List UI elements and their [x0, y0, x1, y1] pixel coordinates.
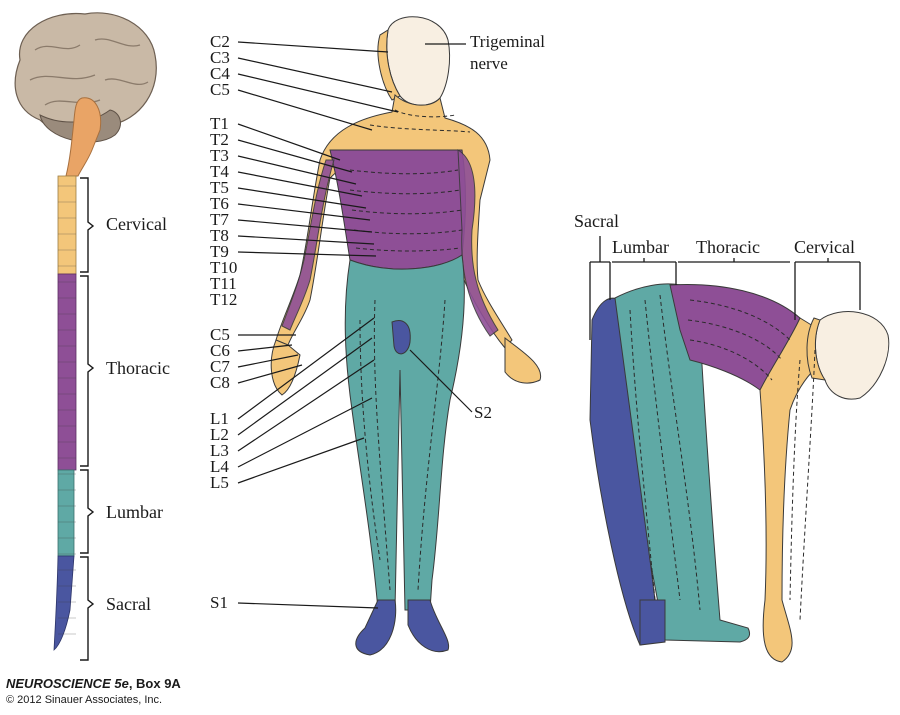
trigeminal-label-1: Trigeminal	[470, 32, 545, 51]
dermatome-leader-line	[237, 187, 367, 209]
front-s2-region	[391, 320, 411, 355]
dermatome-label: C6	[210, 341, 230, 360]
dermatome-label: T10	[210, 258, 237, 277]
dermatome-label: T3	[210, 146, 229, 165]
dermatome-leader-line	[237, 251, 377, 257]
dermatome-label: S1	[210, 593, 228, 612]
dermatome-leader-line	[237, 344, 293, 352]
dermatome-label: T12	[210, 290, 237, 309]
dermatome-leader-line	[237, 437, 365, 484]
credit-book: NEUROSCIENCE 5e, Box 9A	[6, 676, 181, 691]
front-right-foot	[407, 599, 450, 652]
dermatome-leader-line	[237, 317, 375, 420]
dermatome-label: T4	[210, 162, 229, 181]
spine-braces	[80, 177, 95, 661]
dermatome-label: C3	[210, 48, 230, 67]
s2-label: S2	[474, 403, 492, 422]
dermatome-label: L1	[210, 409, 229, 428]
dermatome-leader-line	[237, 397, 373, 468]
side-head	[815, 311, 890, 400]
dermatome-label: C2	[210, 32, 230, 51]
side-label-cervical: Cervical	[794, 237, 855, 257]
dermatome-leader-line	[237, 364, 303, 384]
dermatome-label: L3	[210, 441, 229, 460]
dermatome-label: T1	[210, 114, 229, 133]
credit-box: , Box 9A	[128, 676, 181, 691]
dermatome-leader-line	[237, 89, 373, 131]
front-right-hand	[504, 336, 542, 384]
credit-book-title: NEUROSCIENCE 5e	[6, 676, 129, 691]
front-left-hand	[270, 339, 301, 396]
front-thoracic-band	[329, 149, 466, 270]
dermatome-label: T9	[210, 242, 229, 261]
dermatome-leader-line	[237, 203, 371, 221]
dermatome-leader-line	[237, 359, 375, 452]
dermatome-label: T6	[210, 194, 229, 213]
dermatome-leader-line	[237, 602, 379, 609]
dermatome-label: C4	[210, 64, 230, 83]
dermatome-leader-line	[237, 73, 399, 113]
side-body-figure	[589, 283, 890, 663]
trigeminal-label-2: nerve	[470, 54, 508, 73]
side-label-thoracic: Thoracic	[696, 237, 760, 257]
spine-label-thoracic: Thoracic	[106, 358, 170, 378]
dermatome-label: C5	[210, 325, 230, 344]
spine-lumbar-segment	[57, 469, 75, 557]
dermatome-label: T7	[210, 210, 229, 229]
dermatome-leader-line	[237, 171, 363, 197]
front-labels: Trigeminal nerve C2C3C4C5T1T2T3T4T5T6T7T…	[210, 32, 545, 612]
dermatome-label: L2	[210, 425, 229, 444]
dermatome-leader-line	[237, 123, 341, 161]
dermatome-label: T8	[210, 226, 229, 245]
spine-label-sacral: Sacral	[106, 594, 151, 614]
spine-label-lumbar: Lumbar	[106, 502, 163, 522]
dermatome-label: C8	[210, 373, 230, 392]
dermatome-label: T11	[210, 274, 237, 293]
side-sacral-strip	[589, 297, 661, 646]
front-left-foot	[355, 599, 397, 656]
side-labels: Sacral Lumbar Thoracic Cervical	[574, 211, 861, 340]
dermatome-leader-line	[237, 354, 299, 368]
dermatome-leader-line	[237, 219, 373, 233]
dermatome-label: T2	[210, 130, 229, 149]
dermatome-label: L4	[210, 457, 229, 476]
dermatome-leader-line	[237, 57, 393, 93]
dermatome-label: T5	[210, 178, 229, 197]
side-label-sacral: Sacral	[574, 211, 619, 231]
dermatome-label: C5	[210, 80, 230, 99]
credit-copyright: © 2012 Sinauer Associates, Inc.	[6, 694, 163, 706]
spine-sacral-segment	[53, 555, 75, 651]
dermatome-leader-line	[237, 41, 389, 53]
dermatome-label: L5	[210, 473, 229, 492]
spine-cervical-segment	[57, 175, 77, 275]
spine-thoracic-segment	[57, 273, 77, 471]
side-label-lumbar: Lumbar	[612, 237, 669, 257]
front-lumbar-legs	[344, 254, 465, 611]
brainstem-illustration	[65, 97, 102, 177]
dermatome-leader-line	[237, 139, 353, 173]
dermatome-label: C7	[210, 357, 230, 376]
dermatome-leader-line	[237, 337, 373, 436]
spinal-cord-panel: Cervical Thoracic Lumbar Sacral	[14, 12, 170, 661]
dermatome-leader-line	[237, 155, 357, 185]
spine-label-cervical: Cervical	[106, 214, 167, 234]
dermatome-leader-line	[237, 235, 375, 245]
